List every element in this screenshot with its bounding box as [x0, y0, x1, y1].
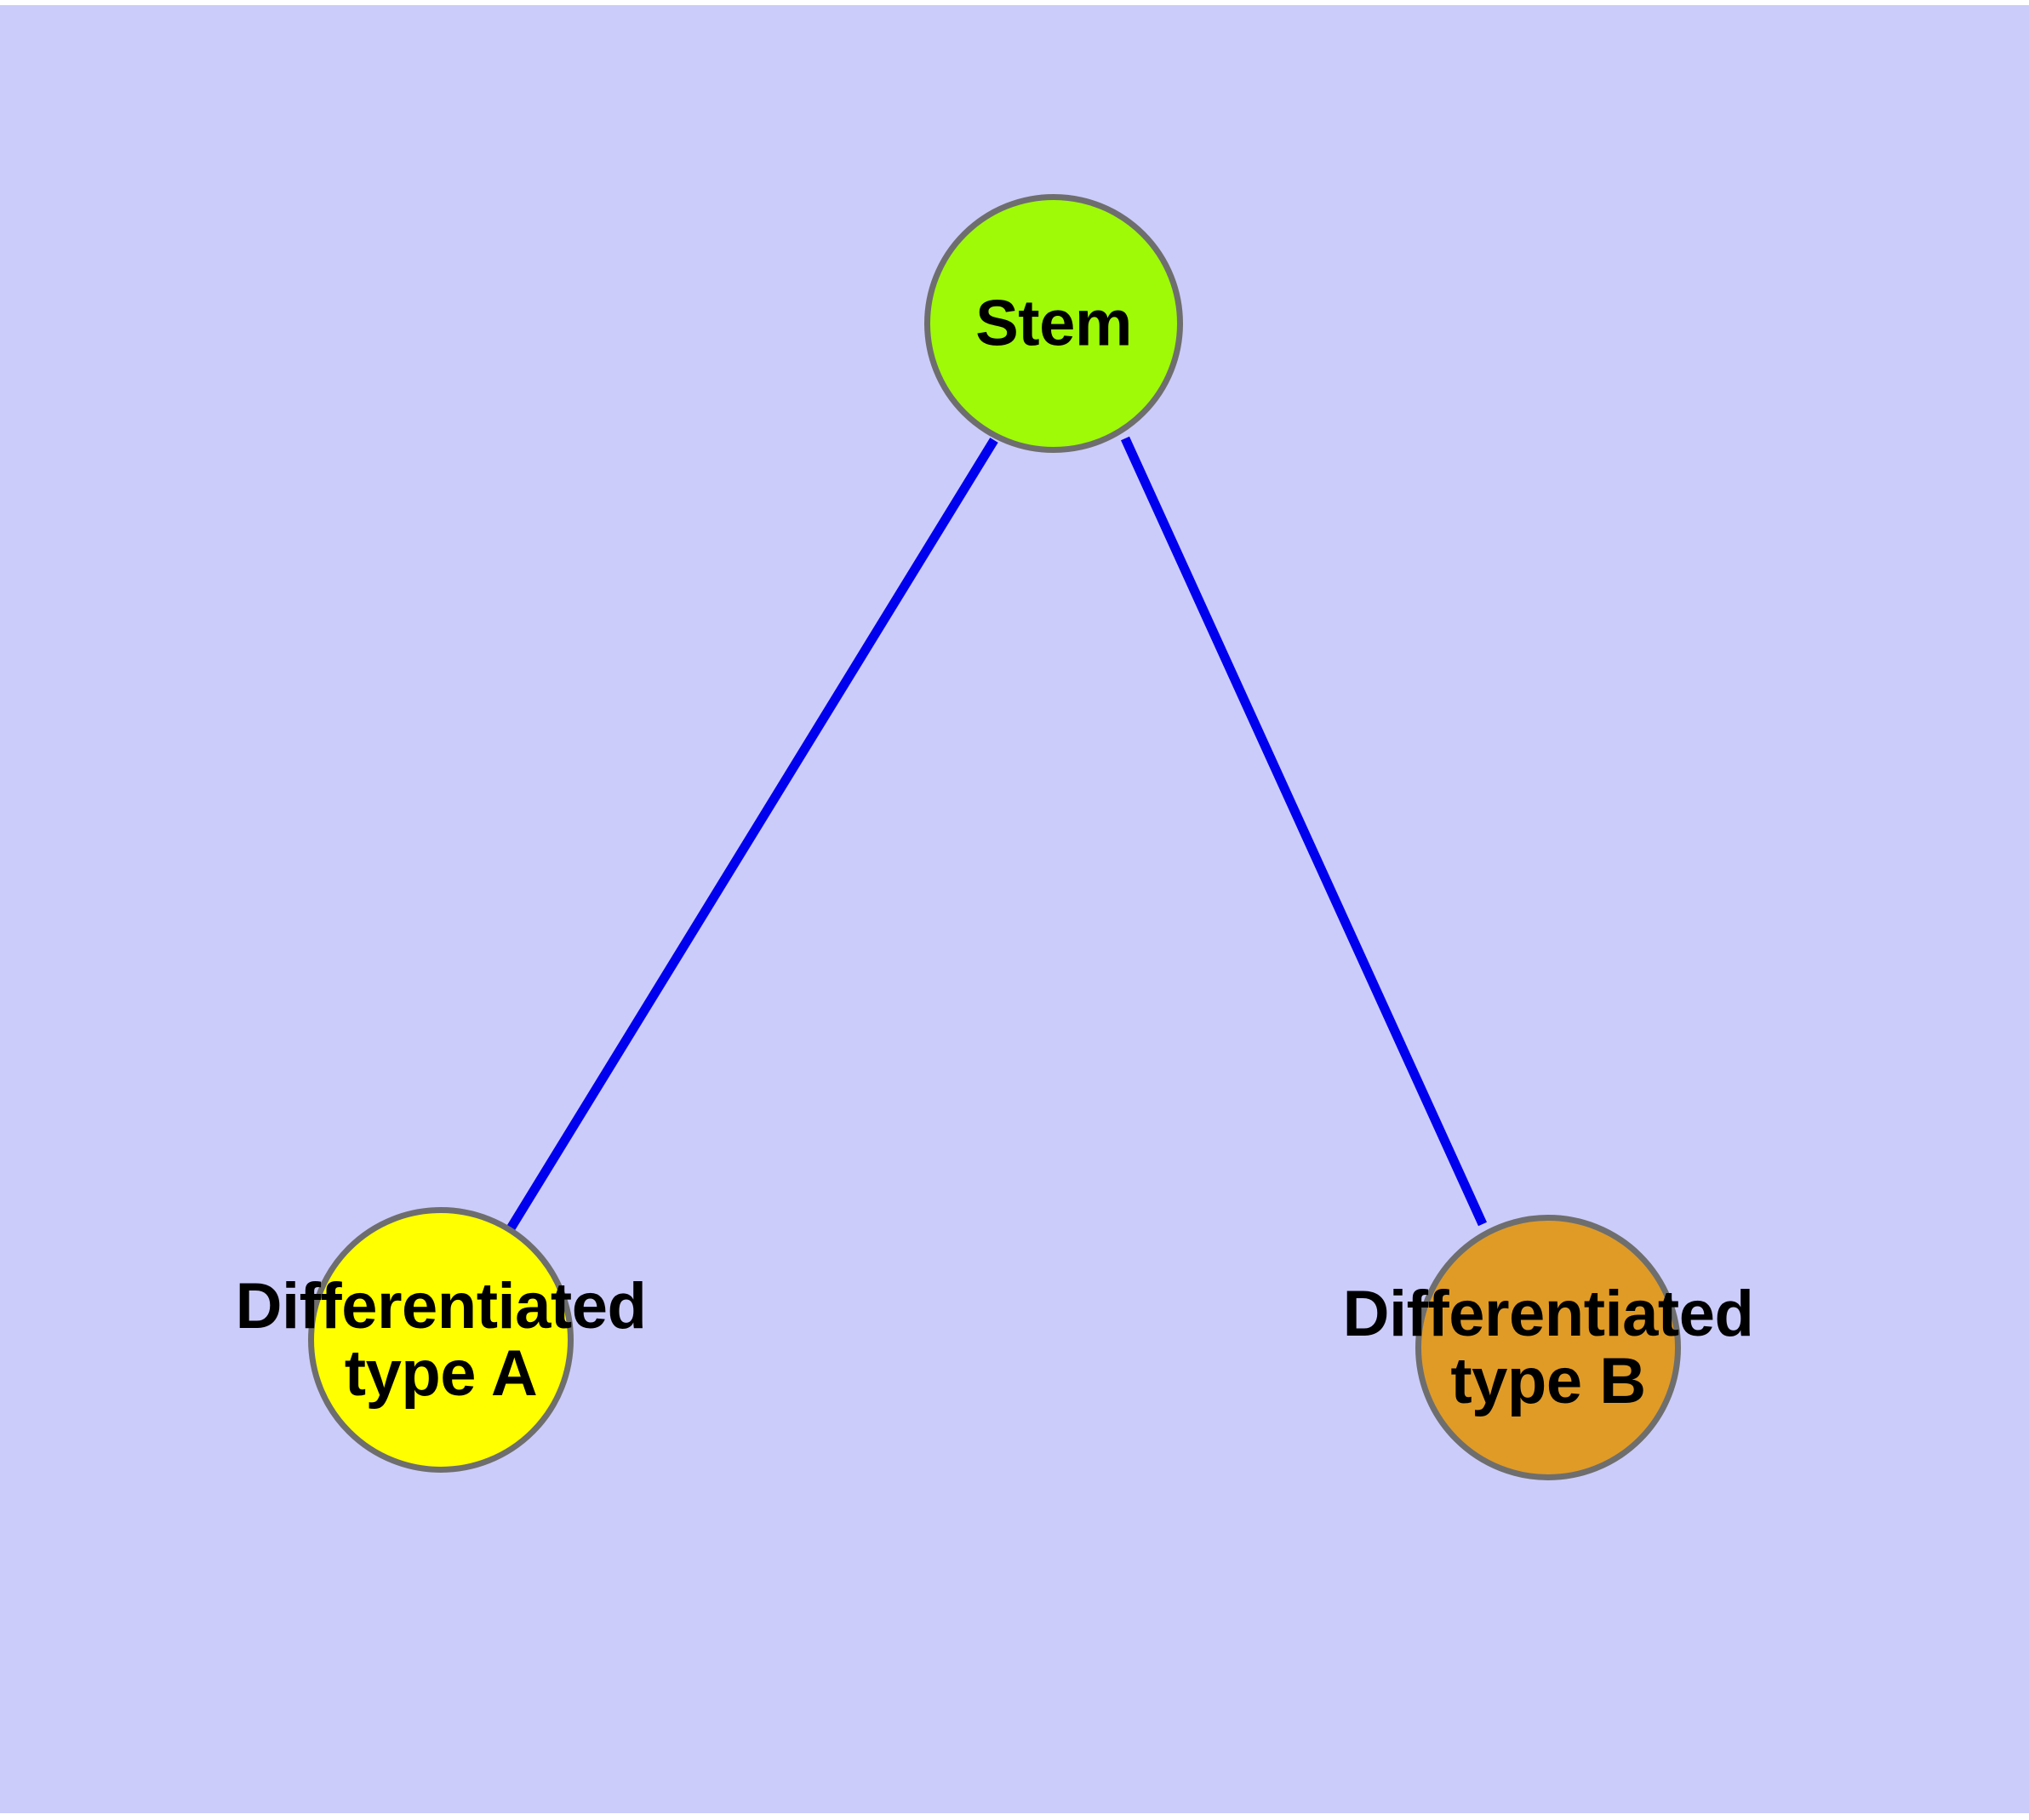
node-differentiated-type-b[interactable]: Differentiated type B: [1343, 1215, 1754, 1480]
edge-stem-to-diff-b: [1120, 436, 1488, 1227]
node-stem-label-line1: Stem: [975, 287, 1132, 360]
node-differentiated-type-a[interactable]: Differentiated type A: [236, 1207, 647, 1473]
edge-stem-to-diff-a: [506, 438, 998, 1231]
edge-layer: [506, 436, 1488, 1231]
node-stem-label: Stem: [975, 289, 1132, 357]
node-stem[interactable]: Stem: [924, 194, 1183, 453]
diagram-plot-area: Stem Differentiated type A Differentiate…: [0, 5, 2029, 1813]
